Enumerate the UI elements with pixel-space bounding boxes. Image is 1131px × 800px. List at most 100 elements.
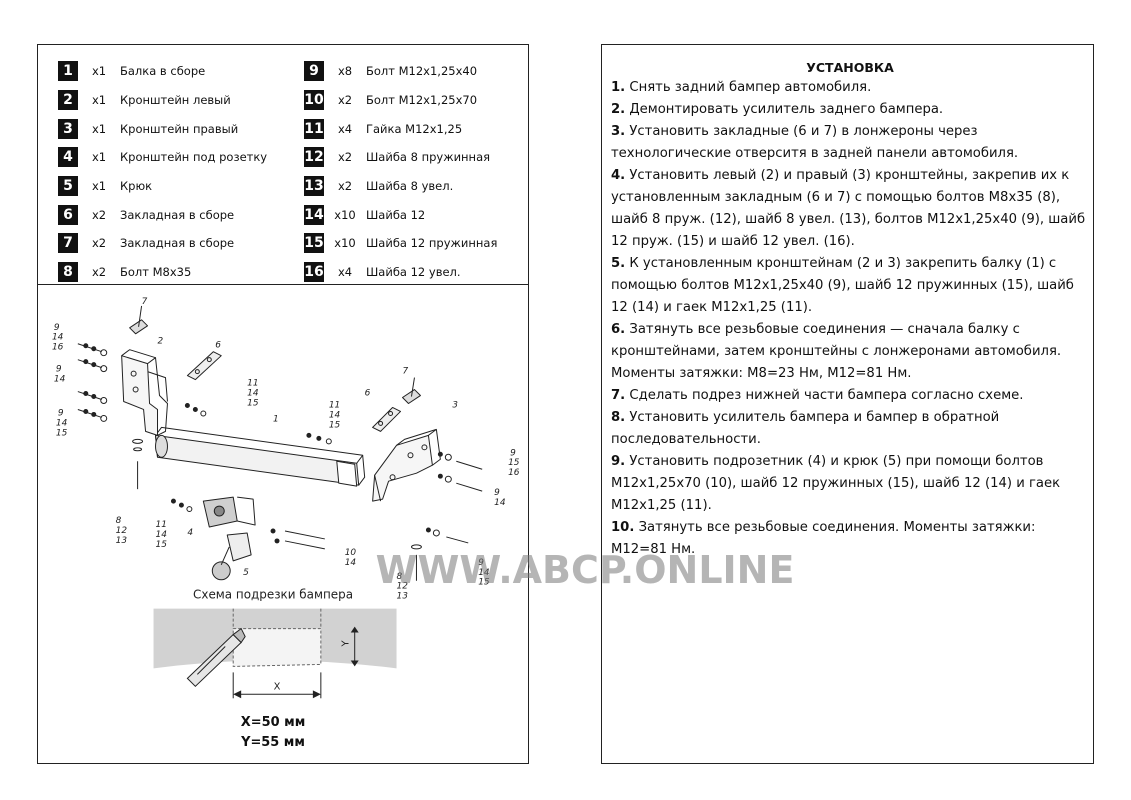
step-text: Затянуть все резьбовые соединения — снач… — [611, 322, 1062, 381]
part-qty: x4 — [337, 265, 353, 280]
callout-15: 15 — [56, 428, 68, 438]
part-name: Шайба 12 пружинная — [366, 236, 498, 251]
part-name: Кронштейн под розетку — [120, 150, 268, 165]
step-text: Установить подрозетник (4) и крюк (5) пр… — [611, 454, 1061, 513]
callout-3: 3 — [452, 400, 458, 410]
part-qty: x1 — [91, 121, 107, 136]
installation-title: УСТАНОВКА — [806, 60, 894, 75]
step-number: 9. — [611, 454, 626, 469]
part-number-badge: 9 — [304, 61, 324, 82]
step-number: 2. — [611, 102, 626, 117]
hardware-set-left-upper — [77, 343, 108, 373]
callout-12: 12 — [116, 526, 128, 536]
installation-step: 9. Установить подрозетник (4) и крюк (5)… — [611, 451, 1089, 517]
callout-9: 9 — [478, 558, 484, 568]
callout-14: 14 — [156, 530, 168, 540]
part-number-badge: 16 — [304, 262, 324, 283]
part-name: Крюк — [120, 179, 153, 194]
callout-16: 16 — [508, 468, 520, 478]
part-number-badge: 1 — [58, 61, 78, 82]
callout-1: 1 — [273, 414, 279, 424]
part-name: Шайба 8 пружинная — [366, 150, 491, 165]
part-number-badge: 8 — [58, 262, 78, 283]
step-text: Установить усилитель бампера и бампер в … — [611, 410, 1000, 447]
callout-14: 14 — [478, 568, 490, 578]
hardware-set-right — [410, 451, 483, 581]
part-qty: x2 — [91, 207, 107, 222]
callout-13: 13 — [397, 592, 409, 602]
callout-15: 15 — [329, 420, 341, 430]
callout-8: 8 — [116, 516, 122, 526]
installation-step: 4. Установить левый (2) и правый (3) кро… — [611, 165, 1089, 253]
watermark: WWW.ABCP.ONLINE — [375, 548, 795, 592]
part-name: Балка в сборе — [120, 64, 206, 79]
part-number-badge: 5 — [58, 176, 78, 197]
part-name: Шайба 8 увел. — [366, 179, 454, 194]
callout-15: 15 — [247, 398, 259, 408]
step-text: Сделать подрез нижней части бампера согл… — [625, 388, 1024, 403]
step-text: Установить левый (2) и правый (3) кроншт… — [611, 168, 1086, 249]
step-number: 10. — [611, 520, 635, 535]
y-value: Y=55 мм — [240, 735, 305, 750]
hardware-set-center — [170, 402, 332, 513]
callout-14: 14 — [329, 410, 341, 420]
dim-y-label: Y — [341, 640, 352, 648]
callout-6: 6 — [215, 341, 221, 351]
callout-11: 11 — [247, 379, 258, 389]
callout-9: 9 — [54, 323, 60, 333]
part-name: Шайба 12 — [366, 207, 426, 222]
callout-14: 14 — [56, 418, 68, 428]
callout-9: 9 — [510, 448, 516, 458]
part-name: Гайка M12x1,25 — [366, 121, 463, 136]
installation-step: 1. Снять задний бампер автомобиля. — [611, 77, 1089, 99]
part-number-badge: 2 — [58, 90, 78, 111]
callout-14: 14 — [494, 498, 506, 508]
callout-9: 9 — [58, 408, 64, 418]
part-qty: x4 — [337, 121, 353, 136]
part-qty: x2 — [337, 150, 353, 165]
tow-beam — [155, 426, 366, 487]
cut-scheme-title: Схема подрезки бампера — [193, 588, 353, 602]
callout-14: 14 — [247, 389, 259, 399]
part-qty: x1 — [91, 150, 107, 165]
part-name: Кронштейн правый — [120, 121, 239, 136]
part-number-badge: 6 — [58, 204, 78, 225]
dim-x-label: X — [274, 681, 281, 692]
installation-step: 6. Затянуть все резьбовые соединения — с… — [611, 319, 1089, 385]
installation-step: 7. Сделать подрез нижней части бампера с… — [611, 385, 1089, 407]
part-name: Шайба 12 увел. — [366, 265, 461, 280]
part-name: Болт M8x35 — [120, 265, 192, 280]
callout-5: 5 — [243, 568, 249, 578]
step-number: 6. — [611, 322, 626, 337]
callout-15: 15 — [478, 578, 490, 588]
callout-12: 12 — [397, 582, 409, 592]
part-number-badge: 14 — [304, 204, 324, 225]
right-panel: УСТАНОВКА 1. Снять задний бампер автомоб… — [601, 44, 1094, 764]
step-text: К установленным кронштейнам (2 и 3) закр… — [611, 256, 1074, 315]
installation-step: 2. Демонтировать усилитель заднего бампе… — [611, 99, 1089, 121]
callout-2: 2 — [158, 337, 164, 347]
installation-step: 8. Установить усилитель бампера и бампер… — [611, 407, 1089, 451]
part-qty: x2 — [91, 265, 107, 280]
cutter-knife-icon — [186, 627, 246, 688]
right-bracket — [372, 428, 441, 502]
left-bracket — [121, 349, 168, 436]
step-text: Снять задний бампер автомобиля. — [625, 80, 872, 95]
callout-14: 14 — [52, 333, 64, 343]
part-number-badge: 3 — [58, 118, 78, 139]
callout-4: 4 — [187, 528, 193, 538]
callout-9: 9 — [56, 365, 62, 375]
installation-step: 5. К установленным кронштейнам (2 и 3) з… — [611, 253, 1089, 319]
embedded-plate-left — [186, 351, 222, 381]
callout-15: 15 — [508, 458, 520, 468]
bumper-cut-scheme: Схема подрезки бампера Y X X=50 мм — [153, 588, 397, 750]
hardware-set-hook — [270, 528, 325, 550]
